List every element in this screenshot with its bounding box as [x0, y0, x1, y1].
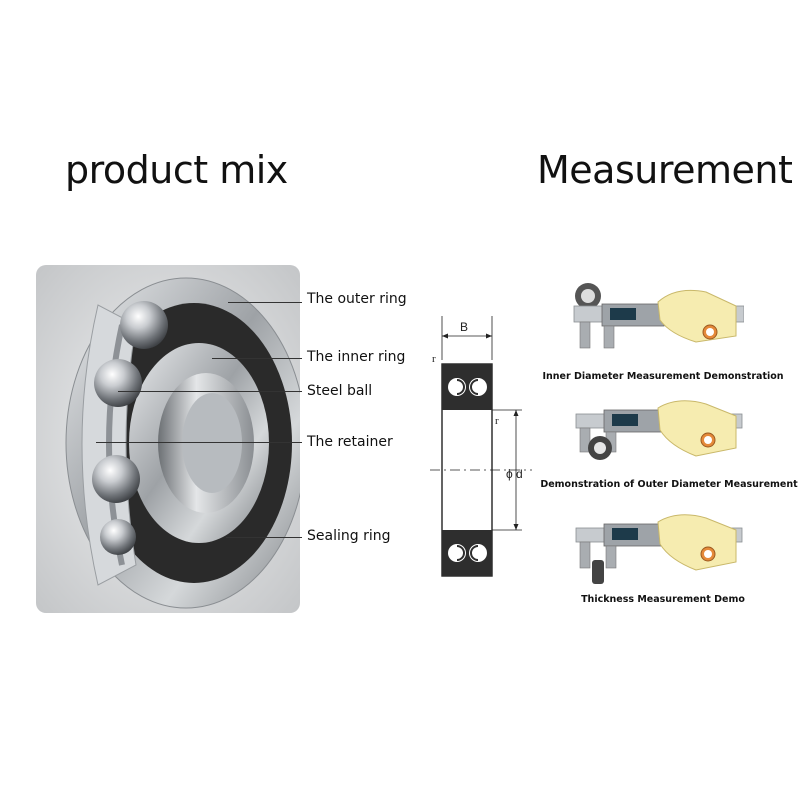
callout-line-retainer: [96, 442, 302, 443]
heading-product-mix: product mix: [65, 148, 288, 192]
label-phi-d: ϕ d: [506, 467, 523, 481]
demo-inner-diameter-image: [566, 276, 745, 360]
callout-line-inner-ring: [212, 358, 302, 359]
caption-outer-diameter: Demonstration of Outer Diameter Measurem…: [540, 479, 798, 490]
bearing-section-drawing: B r r ϕ d: [422, 312, 550, 582]
label-r-top: r: [432, 353, 436, 365]
bearing-cutaway-image: [36, 265, 300, 613]
caption-thickness: Thickness Measurement Demo: [581, 594, 745, 605]
demo-outer-diameter-image: [566, 396, 744, 480]
demo-thickness-image: [566, 508, 744, 592]
label-steel-ball: Steel ball: [307, 383, 373, 399]
callout-line-outer-ring: [228, 302, 302, 303]
caption-inner-diameter: Inner Diameter Measurement Demonstration: [542, 371, 784, 382]
label-sealing-ring: Sealing ring: [307, 528, 391, 544]
callout-line-sealing-ring: [226, 537, 302, 538]
label-outer-ring: The outer ring: [307, 291, 407, 307]
label-b: B: [460, 320, 468, 334]
heading-measurement: Measurement: [537, 148, 793, 192]
label-retainer: The retainer: [307, 434, 393, 450]
callout-line-steel-ball: [118, 391, 302, 392]
label-inner-ring: The inner ring: [307, 349, 406, 365]
label-r-side: r: [495, 415, 499, 427]
